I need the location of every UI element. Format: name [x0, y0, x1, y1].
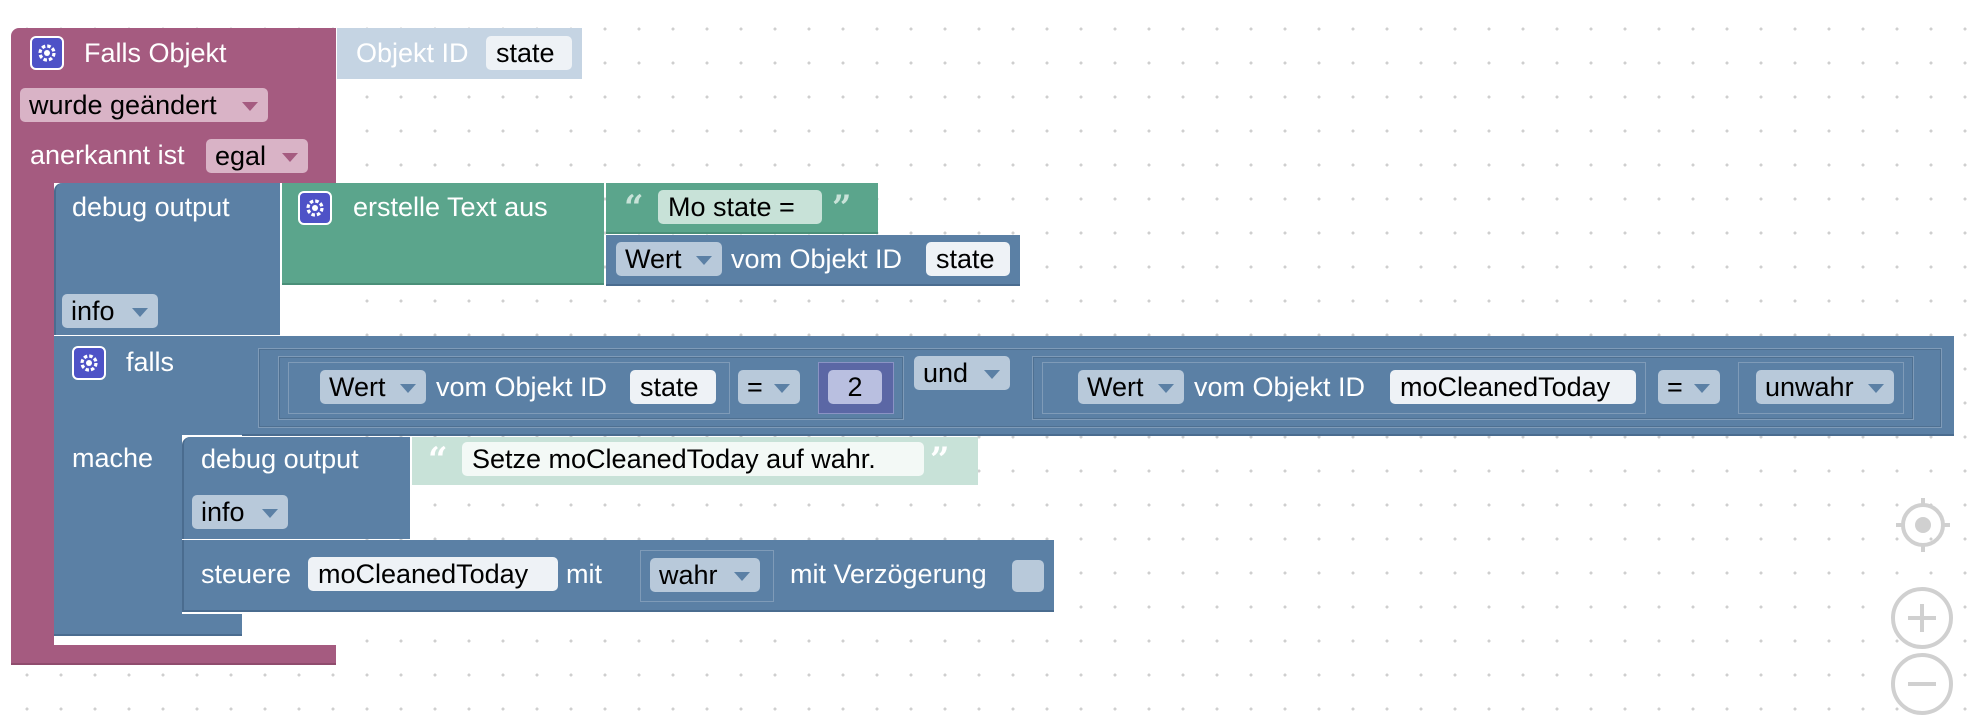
delay-checkbox[interactable] [1012, 560, 1044, 592]
logic-operator-dropdown[interactable]: und [914, 356, 1010, 390]
delay-label: mit Verzögerung [790, 559, 987, 589]
debug-level-dropdown-2[interactable]: info [192, 495, 288, 529]
compare1-object-field[interactable]: state [630, 370, 716, 404]
chevron-down-icon [400, 384, 416, 393]
quote-open-icon: “ [624, 188, 644, 228]
compare2-operator-value: = [1667, 372, 1683, 402]
bool-false-dropdown[interactable]: unwahr [1756, 370, 1894, 404]
control-with-label: mit [566, 559, 602, 589]
bool-false-value: unwahr [1765, 372, 1854, 402]
compare2-operator-dropdown[interactable]: = [1658, 370, 1720, 404]
chevron-down-icon [242, 102, 258, 111]
logic-operator-value: und [923, 358, 969, 388]
recenter-icon[interactable] [1894, 496, 1952, 554]
quote-close-icon: ” [832, 188, 852, 228]
debug-output-2-label: debug output [201, 444, 359, 474]
text-join-gear-icon[interactable] [298, 191, 332, 225]
chevron-down-icon [1694, 384, 1710, 393]
ack-dropdown[interactable]: egal [206, 139, 308, 173]
chevron-down-icon [984, 370, 1000, 379]
compare2-object-field[interactable]: moCleanedToday [1390, 370, 1636, 404]
chevron-down-icon [262, 509, 278, 518]
bool-true-value: wahr [659, 560, 718, 590]
get-value-object-field[interactable]: state [926, 242, 1010, 276]
debug-level-value: info [71, 296, 115, 326]
debug-level-2-value: info [201, 497, 245, 527]
ack-value: egal [215, 141, 267, 171]
debug-level-dropdown[interactable]: info [62, 294, 158, 328]
object-id-label: Objekt ID [356, 38, 469, 68]
if-gear-icon[interactable] [72, 346, 106, 380]
chevron-down-icon [132, 308, 148, 317]
if-block-bottom [54, 614, 242, 636]
compare2-label: vom Objekt ID [1194, 372, 1366, 402]
text-join-block[interactable] [282, 183, 604, 285]
zoom-in-icon[interactable] [1890, 586, 1954, 650]
compare1-value-dropdown[interactable]: Wert [320, 370, 426, 404]
compare1-operator-value: = [747, 372, 763, 402]
do-label: mache [72, 443, 154, 473]
trigger-changed-dropdown[interactable]: wurde geändert [20, 88, 268, 122]
bool-true-dropdown[interactable]: wahr [650, 558, 760, 592]
string-field-2[interactable]: Setze moCleanedToday auf wahr. [462, 442, 924, 476]
ack-label: anerkannt ist [30, 140, 185, 170]
debug-output-label: debug output [72, 192, 230, 222]
quote-open-icon: “ [428, 440, 448, 480]
get-value-dropdown[interactable]: Wert [616, 242, 722, 276]
trigger-header: Falls Objekt [84, 38, 227, 68]
compare1-operator-dropdown[interactable]: = [738, 370, 800, 404]
zoom-out-icon[interactable] [1890, 652, 1954, 716]
trigger-changed-value: wurde geändert [29, 90, 217, 120]
trigger-gear-icon[interactable] [30, 36, 64, 70]
chevron-down-icon [734, 572, 750, 581]
chevron-down-icon [1158, 384, 1174, 393]
compare1-label: vom Objekt ID [436, 372, 608, 402]
if-label: falls [126, 347, 175, 377]
quote-close-icon: ” [930, 440, 950, 480]
control-object-field[interactable]: moCleanedToday [308, 557, 558, 591]
string-field[interactable]: Mo state = [658, 190, 822, 224]
number-field[interactable]: 2 [828, 370, 882, 404]
trigger-block-bottom-bar [11, 643, 336, 665]
chevron-down-icon [1868, 384, 1884, 393]
compare2-value-dropdown-value: Wert [1087, 372, 1144, 402]
chevron-down-icon [282, 153, 298, 162]
compare1-value-dropdown-value: Wert [329, 372, 386, 402]
text-join-label: erstelle Text aus [353, 192, 548, 222]
object-id-field[interactable]: state [486, 36, 572, 70]
get-value-label: vom Objekt ID [731, 244, 903, 274]
chevron-down-icon [774, 384, 790, 393]
chevron-down-icon [696, 256, 712, 265]
compare2-value-dropdown[interactable]: Wert [1078, 370, 1184, 404]
get-value-dropdown-value: Wert [625, 244, 682, 274]
control-label: steuere [201, 559, 292, 589]
